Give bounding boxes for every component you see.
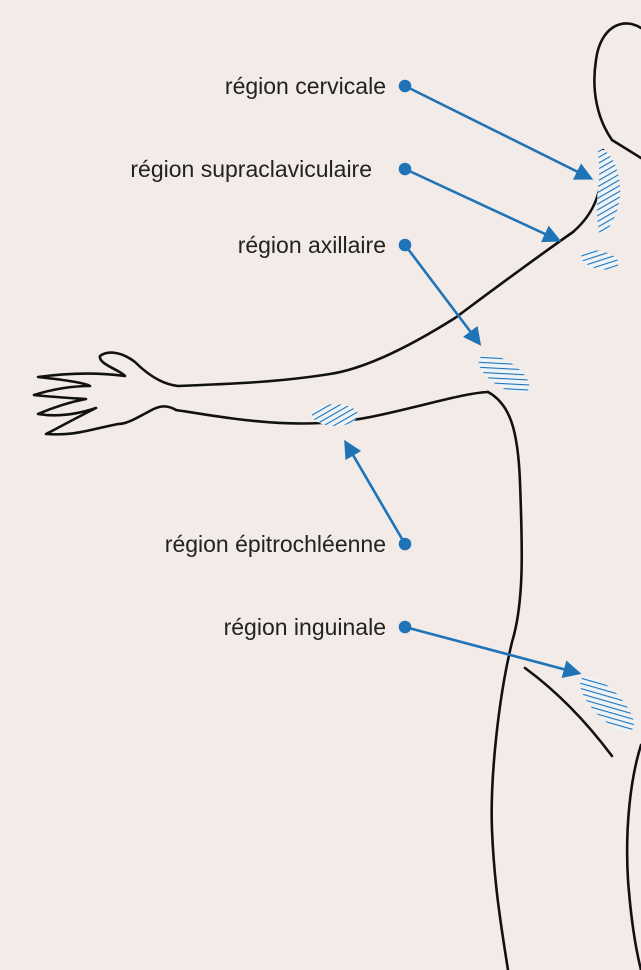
label-inguinal: région inguinale — [224, 614, 386, 640]
label-epitrochlear: région épitrochléenne — [165, 531, 386, 557]
epitrochlear-node-area — [312, 404, 358, 426]
label-cervical: région cervicale — [225, 73, 386, 99]
label-axillary: région axillaire — [238, 232, 386, 258]
label-supraclavicular: région supraclaviculaire — [130, 156, 372, 182]
